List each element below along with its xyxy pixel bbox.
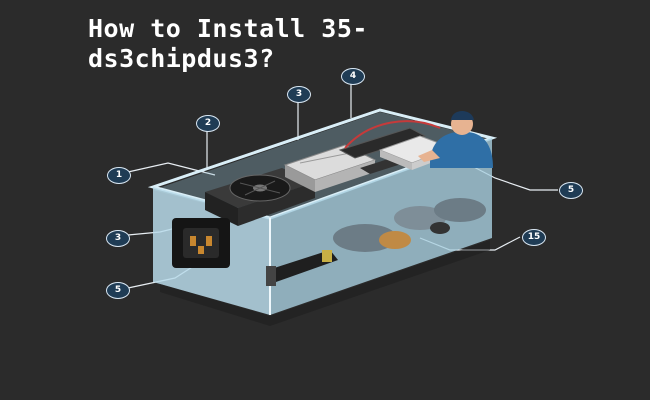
callout-4: 4 [341, 67, 365, 85]
cable-bundle-icon [333, 198, 486, 252]
callout-2: 2 [196, 114, 220, 132]
page-title: How to Install 35- ds3chipdus3? [88, 14, 628, 74]
red-cable [344, 120, 441, 149]
callout-3-top: 3 [287, 85, 311, 103]
callout-3-left: 3 [106, 229, 130, 247]
callout-5-right: 5 [559, 181, 583, 199]
callout-5-left: 5 [106, 281, 130, 299]
callout-15: 15 [522, 228, 546, 246]
power-socket-icon [172, 218, 230, 268]
technician-figure [418, 111, 493, 168]
title-line-1: How to Install 35- [88, 14, 368, 43]
title-line-2: ds3chipdus3? [88, 44, 275, 73]
usb-port-icon [266, 250, 338, 286]
callout-1: 1 [107, 166, 131, 184]
